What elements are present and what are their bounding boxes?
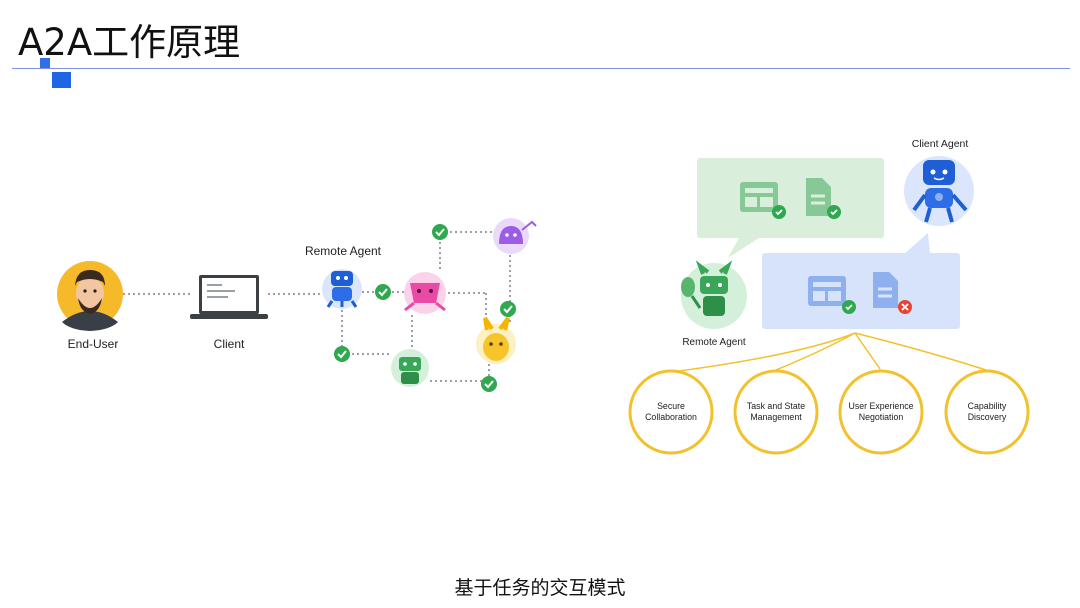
laptop-icon [190, 275, 268, 319]
slide-caption: 基于任务的交互模式 [454, 577, 626, 599]
capability-label-line2: Discovery [968, 412, 1007, 422]
title-divider [12, 68, 1070, 69]
capability-label-line2: Management [750, 412, 802, 422]
remote-agent-label: Remote Agent [305, 244, 382, 258]
purple-agent-icon [493, 218, 537, 254]
remote-agent-green-label: Remote Agent [682, 337, 746, 348]
left-flow-diagram: End-User Client Remote Agent [57, 218, 537, 392]
check-icon [334, 346, 350, 362]
capability-discovery: Capability Discovery [944, 369, 1030, 455]
error-icon [898, 300, 912, 314]
accent-square-small [40, 58, 50, 68]
right-capability-diagram: Client Agent Remote Agent [628, 138, 1030, 455]
capability-circles: Secure Collaboration Task and State Mana… [628, 369, 1030, 455]
check-icon [432, 224, 448, 240]
accent-square-large [52, 72, 71, 88]
green-agent-icon [391, 349, 429, 387]
capability-label-line1: User Experience [848, 401, 913, 411]
pink-agent-icon [404, 272, 446, 314]
flow-connectors [123, 231, 511, 382]
client-label: Client [214, 337, 245, 351]
capability-label-line2: Negotiation [859, 412, 904, 422]
capability-label-line2: Collaboration [645, 412, 697, 422]
client-agent-robot-icon [904, 156, 974, 226]
check-icon [375, 284, 391, 300]
capability-connectors [671, 332, 987, 373]
slide-title: A2A工作原理 [18, 21, 241, 64]
blue-speech-bubble [762, 233, 960, 329]
end-user-label: End-User [68, 337, 119, 351]
capability-secure-collaboration: Secure Collaboration [628, 369, 714, 455]
capability-task-state-management: Task and State Management [733, 369, 819, 455]
remote-agent-robot-icon [322, 269, 362, 309]
capability-label-line1: Task and State [747, 401, 805, 411]
capability-ux-negotiation: User Experience Negotiation [838, 369, 924, 455]
end-user-avatar [57, 261, 123, 331]
remote-agent-green-icon [681, 260, 747, 329]
check-icon [500, 301, 516, 317]
green-speech-bubble [697, 158, 884, 258]
check-icon [481, 376, 497, 392]
capability-label-line1: Capability [968, 401, 1007, 411]
bunny-agent-icon [476, 316, 516, 364]
client-agent-label: Client Agent [912, 138, 969, 150]
left-checkmarks [334, 224, 516, 392]
capability-label-line1: Secure [657, 401, 685, 411]
